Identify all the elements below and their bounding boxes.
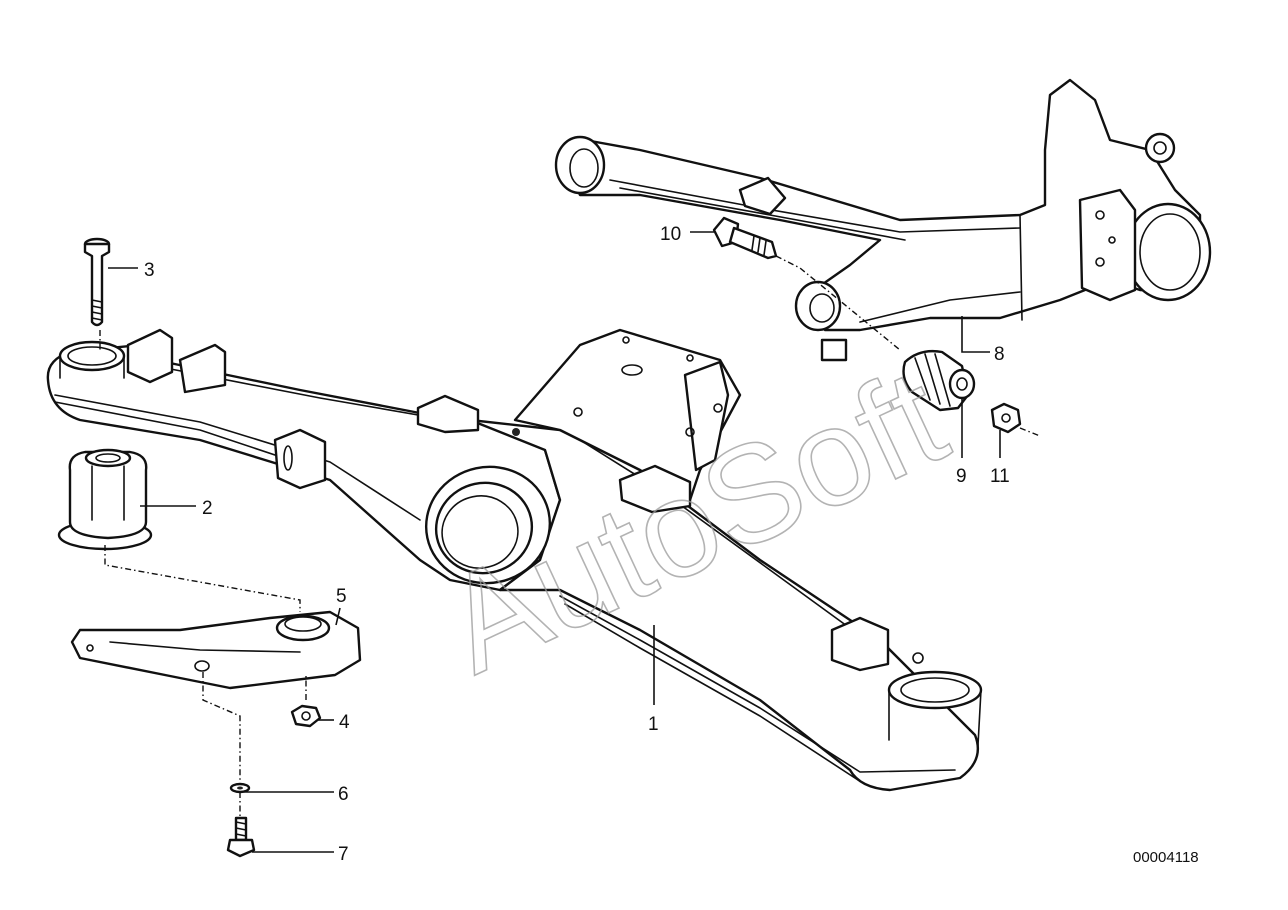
callout-7: 7 bbox=[338, 844, 349, 865]
callout-6: 6 bbox=[338, 784, 349, 805]
mounting-bracket bbox=[70, 610, 362, 690]
assembly-lines bbox=[99, 255, 1041, 818]
leader-lines bbox=[108, 231, 1001, 853]
rear-axle-carrier bbox=[46, 328, 983, 792]
callout-10: 10 bbox=[660, 224, 681, 245]
callout-numbers: 1 2 3 4 5 6 7 8 9 10 11 bbox=[144, 224, 1010, 865]
callout-4: 4 bbox=[339, 712, 350, 733]
rubber-buffer bbox=[902, 349, 976, 412]
bolt-long bbox=[83, 237, 111, 327]
callout-8: 8 bbox=[994, 344, 1005, 365]
callout-11: 11 bbox=[990, 466, 1010, 487]
rubber-mount bbox=[57, 448, 153, 551]
washer bbox=[229, 782, 251, 794]
callout-1: 1 bbox=[648, 714, 659, 735]
lock-nut bbox=[990, 402, 1022, 434]
callout-5: 5 bbox=[336, 586, 347, 607]
callout-2: 2 bbox=[202, 498, 213, 519]
bolt-pivot bbox=[712, 216, 778, 260]
trailing-arm bbox=[554, 78, 1212, 362]
drawing-number: 00004118 bbox=[1133, 849, 1199, 866]
callout-9: 9 bbox=[956, 466, 967, 487]
callout-3: 3 bbox=[144, 260, 155, 281]
hex-nut bbox=[290, 704, 322, 728]
bolt-short bbox=[226, 816, 256, 858]
